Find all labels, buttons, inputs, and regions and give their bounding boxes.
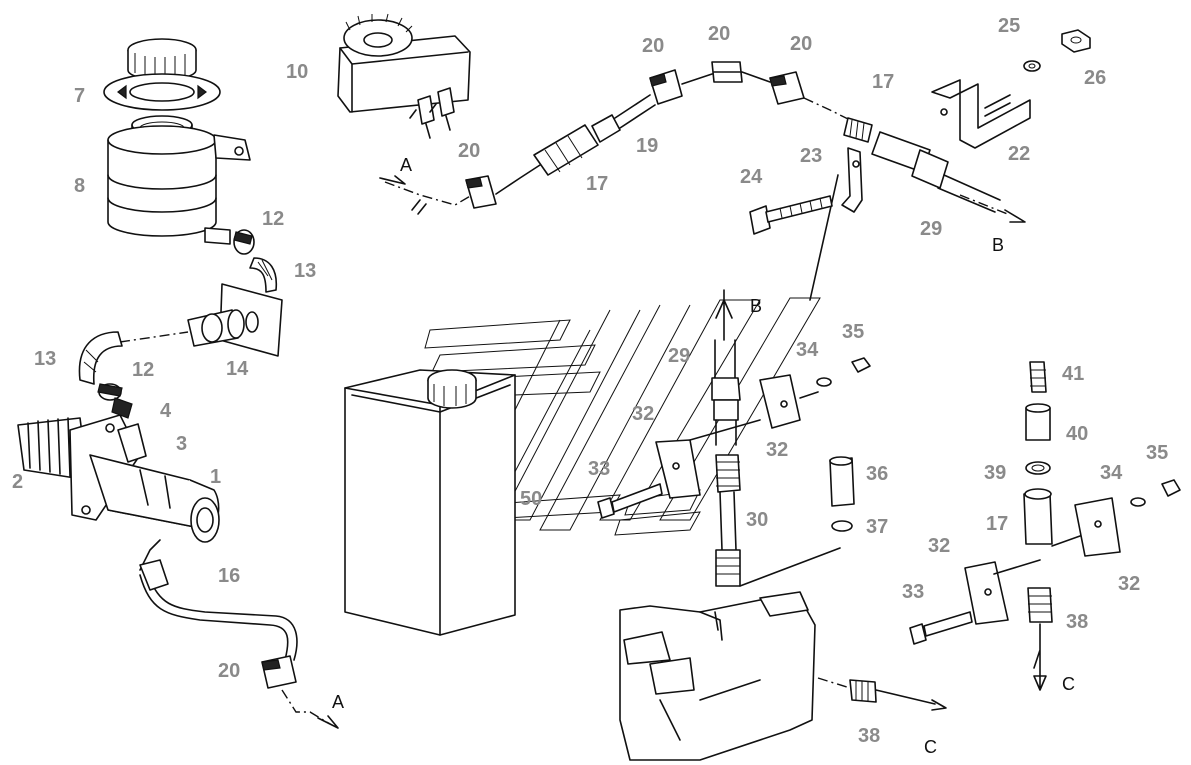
flow-letters: A A B B C C (332, 155, 1075, 757)
callout-20-top: 20 (708, 23, 730, 45)
master-reservoir (337, 13, 471, 139)
reservoir-assembly (103, 38, 278, 293)
callout-17-top: 17 (586, 173, 608, 195)
callout-12-lower: 12 (132, 359, 154, 381)
callout-38-a: 38 (1066, 611, 1088, 633)
callout-32-d: 32 (1118, 573, 1140, 595)
flow-letter-c-right: C (1062, 674, 1075, 694)
fluid-can (344, 369, 516, 636)
callout-25: 25 (998, 15, 1020, 37)
callout-33-b: 33 (902, 581, 924, 603)
flow-letter-c-bottom: C (924, 737, 937, 757)
callout-41: 41 (1062, 363, 1084, 385)
callout-23: 23 (800, 145, 822, 167)
callout-14: 14 (226, 358, 249, 380)
callout-39: 39 (984, 462, 1006, 484)
callout-17-lower: 17 (986, 513, 1008, 535)
callout-8: 8 (74, 175, 85, 197)
right-fittings (909, 361, 1181, 691)
callout-35-b: 35 (1146, 442, 1168, 464)
callout-20-right: 20 (790, 33, 812, 55)
upper-pipe-run (379, 29, 1091, 301)
bulkhead-fitting (78, 283, 283, 401)
callout-20-bottom: 20 (218, 660, 240, 682)
callout-13-lower: 13 (34, 348, 56, 370)
flow-letter-a-top: A (400, 155, 412, 175)
flow-letter-b-right: B (992, 235, 1004, 255)
callout-32-b: 32 (766, 439, 788, 461)
callout-40: 40 (1066, 423, 1088, 445)
callout-numbers: 1 2 3 4 7 8 10 12 12 13 13 14 16 17 17 1… (12, 15, 1168, 747)
flow-letter-a-bottom: A (332, 692, 344, 712)
callout-33-a: 33 (588, 458, 610, 480)
callout-19: 19 (636, 135, 658, 157)
callout-3: 3 (176, 433, 187, 455)
callout-26: 26 (1084, 67, 1106, 89)
callout-32-a: 32 (632, 403, 654, 425)
callout-34-a: 34 (796, 339, 819, 361)
callout-17-right: 17 (872, 71, 894, 93)
callout-20-left: 20 (458, 140, 480, 162)
callout-4: 4 (160, 400, 172, 422)
callout-20-mid: 20 (642, 35, 664, 57)
callout-32-c: 32 (928, 535, 950, 557)
middle-fittings (597, 289, 947, 761)
slave-cylinder (17, 397, 339, 729)
callout-1: 1 (210, 466, 221, 488)
callout-13-upper: 13 (294, 260, 316, 282)
callout-10: 10 (286, 61, 308, 83)
flow-letter-b-mid: B (750, 296, 762, 316)
callout-37: 37 (866, 516, 888, 538)
callout-2: 2 (12, 471, 23, 493)
callout-36: 36 (866, 463, 888, 485)
callout-29-mid: 29 (668, 345, 690, 367)
callout-38-b: 38 (858, 725, 880, 747)
callout-24: 24 (740, 166, 763, 188)
callout-22: 22 (1008, 143, 1030, 165)
callout-30: 30 (746, 509, 768, 531)
callout-16: 16 (218, 565, 240, 587)
callout-34-b: 34 (1100, 462, 1123, 484)
callout-50: 50 (520, 488, 542, 510)
callout-7: 7 (74, 85, 85, 107)
callout-12-upper: 12 (262, 208, 284, 230)
callout-29-right: 29 (920, 218, 942, 240)
callout-35-a: 35 (842, 321, 864, 343)
